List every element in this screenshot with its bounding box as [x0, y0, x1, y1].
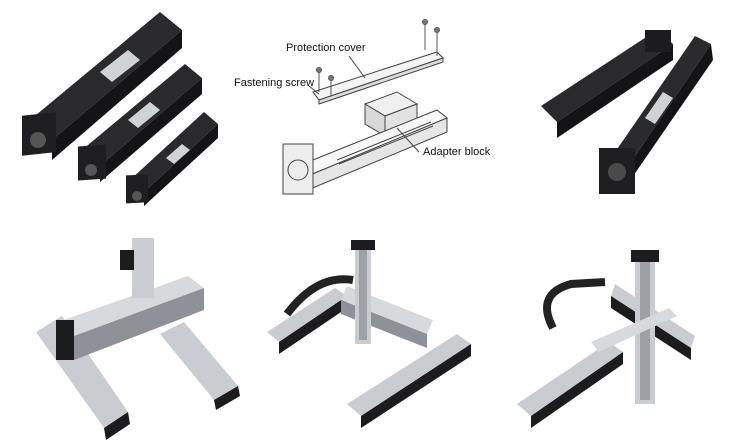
label-protection-cover: Protection cover	[286, 42, 366, 54]
crossbeam	[341, 286, 433, 348]
end-cap	[282, 143, 314, 195]
photo-gantry-cable-chain	[495, 224, 742, 448]
label-adapter-block: Adapter block	[423, 146, 491, 158]
linear-module-medium	[78, 64, 202, 182]
photo-black-linear-modules-three	[0, 0, 247, 224]
photo-gantry-three-axis	[247, 224, 495, 448]
crossbeam	[591, 308, 677, 352]
cable-chain	[543, 278, 606, 330]
photo-black-linear-modules-two	[495, 0, 742, 224]
linear-module-back	[541, 30, 673, 138]
screws	[316, 19, 440, 96]
photo-gantry-two-axis	[0, 224, 247, 448]
rail-front	[347, 334, 471, 428]
label-fastening-screw: Fastening screw	[234, 77, 315, 89]
linear-module-large	[22, 12, 182, 160]
rail-left	[267, 288, 347, 354]
linear-module-front	[599, 36, 713, 194]
cable-chain	[283, 275, 354, 317]
crossbeam	[56, 276, 204, 360]
rail-right	[160, 322, 240, 410]
vertical-axis	[351, 240, 375, 344]
diagram-exploded-linear-module	[247, 0, 495, 224]
linear-module-small	[126, 112, 218, 206]
rail-front	[517, 342, 623, 428]
vertical-axis	[120, 238, 154, 298]
